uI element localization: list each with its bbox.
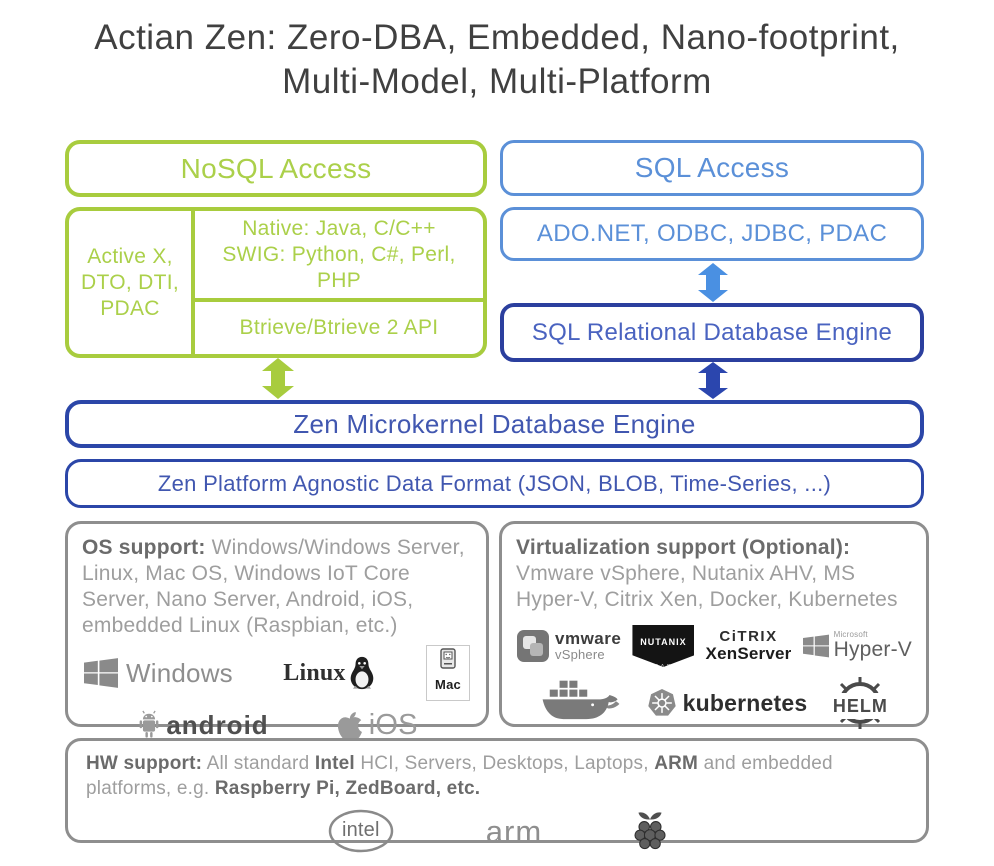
nosql-access-box: NoSQL Access (65, 140, 487, 197)
helm-label: HELM (831, 693, 890, 719)
page-title: Actian Zen: Zero-DBA, Embedded, Nano-foo… (0, 16, 994, 104)
mac-logo: Mac (426, 645, 470, 701)
green-double-arrow-icon (262, 358, 294, 399)
os-support-text: OS support: Windows/Windows Server, Linu… (82, 535, 472, 639)
nosql-access-label: NoSQL Access (180, 152, 372, 184)
intel-logo: intel (328, 808, 394, 854)
zen-format-box: Zen Platform Agnostic Data Format (JSON,… (65, 459, 924, 508)
virtualization-text: Virtualization support (Optional): Vmwar… (516, 535, 912, 613)
vmware-label: vmware (555, 629, 622, 649)
android-logo: android (136, 710, 268, 740)
helm-logo: HELM (831, 676, 890, 730)
hyperv-label: Hyper-V (833, 638, 912, 662)
btrieve-label: Btrieve/Btrieve 2 API (239, 316, 439, 339)
android-label: android (166, 710, 269, 740)
os-support-label: OS support: (82, 536, 206, 559)
kubernetes-logo: kubernetes (647, 688, 808, 718)
hw-intel-word: Intel (314, 753, 355, 774)
mac-label: Mac (435, 677, 461, 692)
classic-mac-icon (440, 648, 456, 669)
sql-access-label: SQL Access (634, 152, 790, 183)
page-title-line1: Actian Zen: Zero-DBA, Embedded, Nano-foo… (94, 18, 900, 57)
kubernetes-label: kubernetes (682, 690, 808, 716)
sql-engine-label: SQL Relational Database Engine (531, 318, 893, 346)
page-title-line2: Multi-Model, Multi-Platform (282, 62, 712, 101)
vsphere-label: vSphere (555, 647, 605, 663)
sql-engine-box: SQL Relational Database Engine (500, 303, 924, 362)
nosql-right-column: Native: Java, C/C++ SWIG: Python, C#, Pe… (195, 211, 483, 354)
os-support-body: Windows/Windows Server, Linux, Mac OS, W… (82, 536, 465, 637)
navy-double-arrow-icon (698, 362, 728, 399)
linux-label: Linux (283, 660, 346, 686)
windows-label: Windows (126, 658, 233, 688)
android-robot-icon (139, 710, 159, 738)
native-swig-cell: Native: Java, C/C++ SWIG: Python, C#, Pe… (195, 211, 483, 298)
virt-logo-row-1: vmware vSphere NUTANIX READY AHV CiTRIX … (516, 623, 912, 669)
xenserver-label: XenServer (705, 643, 792, 663)
nutanix-label: NUTANIX (640, 637, 687, 647)
lightblue-double-arrow-icon (698, 263, 728, 302)
hw-support-label: HW support: (86, 753, 203, 774)
nosql-api-grid: Active X, DTO, DTI, PDAC Native: Java, C… (65, 207, 487, 358)
intel-oval-icon (328, 809, 394, 853)
btrieve-cell: Btrieve/Btrieve 2 API (195, 298, 483, 354)
raspberry-pi-icon (634, 812, 666, 850)
microsoft-flag-icon (802, 634, 829, 658)
hw-arm-word: ARM (654, 753, 699, 774)
ios-logo: iOS (333, 707, 418, 743)
os-logo-row-1: Windows Linux (82, 645, 472, 701)
os-logo-row-2: android iOS (82, 703, 472, 747)
hw-text-seg: and embedded platforms, e.g. (86, 753, 833, 799)
docker-whale-icon (542, 680, 620, 720)
sql-drivers-box: ADO.NET, ODBC, JDBC, PDAC (500, 207, 924, 261)
vmware-icon (517, 630, 549, 662)
kubernetes-wheel-icon (647, 688, 676, 716)
microsoft-label: Microsoft (833, 629, 868, 639)
nutanix-ready-badge: NUTANIX READY AHV (632, 625, 695, 667)
swig-line: SWIG: Python, C#, Perl, (222, 242, 456, 266)
windows-flag-icon (84, 658, 118, 688)
windows-logo: Windows (84, 658, 233, 688)
ios-label: iOS (368, 709, 418, 741)
virt-logo-row-2: kubernetes HELM (516, 675, 912, 731)
hw-support-box: HW support: All standard Intel HCI, Serv… (65, 738, 929, 853)
virtualization-body: Vmware vSphere, Nutanix AHV, MS Hyper-V,… (516, 562, 898, 611)
zen-microkernel-box: Zen Microkernel Database Engine (65, 400, 924, 448)
zen-format-label: Zen Platform Agnostic Data Format (JSON,… (157, 470, 832, 496)
vmware-vsphere-logo: vmware vSphere (516, 629, 621, 663)
apple-icon (337, 712, 362, 740)
hw-support-text: HW support: All standard Intel HCI, Serv… (86, 751, 908, 801)
linux-logo: Linux (283, 655, 375, 691)
nosql-apis-cell: Active X, DTO, DTI, PDAC (69, 211, 195, 354)
zen-microkernel-label: Zen Microkernel Database Engine (293, 408, 696, 439)
citrix-label: CiTRIX (719, 628, 778, 646)
virtualization-support-box: Virtualization support (Optional): Vmwar… (499, 521, 929, 729)
hw-logo-row: intel arm (86, 805, 908, 857)
php-line: PHP (316, 268, 362, 292)
virtualization-label: Virtualization support (Optional): (516, 536, 851, 559)
sql-drivers-label: ADO.NET, ODBC, JDBC, PDAC (536, 220, 888, 247)
sql-access-box: SQL Access (500, 140, 924, 196)
native-line: Native: Java, C/C++ (242, 216, 436, 240)
nosql-apis-label: Active X, DTO, DTI, PDAC (81, 244, 179, 320)
arm-logo: arm (485, 813, 543, 849)
hyperv-logo: Microsoft Hyper-V (802, 629, 912, 662)
hw-text-seg: All standard (202, 753, 315, 774)
intel-label: intel (341, 819, 380, 841)
tux-penguin-icon (350, 656, 373, 690)
citrix-xenserver-logo: CiTRIX XenServer (706, 629, 792, 663)
os-support-box: OS support: Windows/Windows Server, Linu… (65, 521, 489, 740)
nutanix-ready-label: READY (646, 664, 681, 671)
hw-boards-word: Raspberry Pi, ZedBoard, etc. (214, 778, 481, 799)
hw-text-seg: HCI, Servers, Desktops, Laptops, (354, 753, 655, 774)
